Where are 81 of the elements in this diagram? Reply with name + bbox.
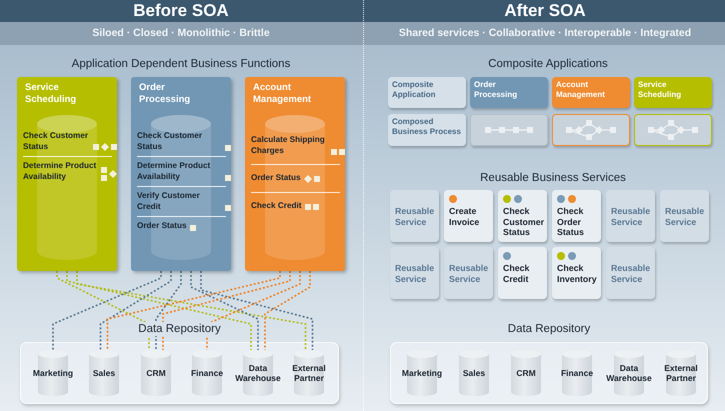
database-label: Sales [92, 368, 116, 378]
application-tile [388, 77, 466, 108]
service-tile [498, 190, 547, 242]
application-label: Composed Business Process [392, 117, 462, 137]
function-label: Check Customer Status [23, 131, 90, 152]
app-title: Account Management [253, 82, 312, 105]
dotted-connector [190, 271, 259, 350]
service-label: Reusable Service [395, 206, 434, 227]
panel-subtitle: Shared services · Collaborative · Interoperable · Integrated [398, 26, 692, 41]
section-heading: Reusable Business Services [480, 171, 626, 185]
database-label: Finance [560, 368, 594, 378]
dotted-connector [162, 271, 291, 350]
service-tile [444, 190, 493, 242]
service-label: Create Invoice [449, 206, 480, 227]
service-tile [660, 190, 709, 242]
section-heading: Application Dependent Business Functions [72, 57, 290, 71]
process-box [470, 114, 548, 146]
dotted-connector [100, 271, 172, 350]
database-label: Data Warehouse [235, 363, 281, 383]
function-label: Verify Customer Credit [137, 191, 201, 212]
dotted-connector [264, 271, 311, 350]
application-label: Account Management [556, 80, 605, 100]
section-heading: Data Repository [506, 322, 592, 336]
dotted-connector [155, 271, 182, 350]
database-label: Finance [190, 368, 224, 378]
service-tile [606, 190, 655, 242]
service-tile [498, 247, 547, 299]
application-tile [470, 77, 548, 108]
service-label: Check Inventory [557, 263, 597, 284]
application-label: Order Processing [474, 80, 518, 100]
function-label: Check Credit [251, 200, 302, 211]
service-label: Reusable Service [665, 206, 704, 227]
function-label: Determine Product Availability [23, 161, 98, 182]
function-label: Check Customer Status [137, 131, 204, 152]
application-box [17, 77, 117, 271]
application-label: Service Scheduling [638, 80, 682, 100]
service-label: Reusable Service [611, 206, 650, 227]
dotted-connector [66, 271, 252, 350]
section-heading: Data Repository [136, 322, 223, 336]
panel-subtitle: Siloed · Closed · Monolithic · Brittle [91, 26, 271, 41]
panel-title: After SOA [503, 0, 587, 22]
function-label: Calculate Shipping Charges [251, 135, 326, 156]
application-box [245, 77, 345, 271]
database-label: External Partner [664, 363, 698, 383]
database-label: CRM [516, 368, 536, 378]
dotted-connector [206, 271, 301, 350]
database-label: External Partner [292, 363, 326, 383]
application-tile [634, 77, 712, 108]
service-tile [390, 247, 439, 299]
database-label: Marketing [32, 368, 74, 378]
service-tile [552, 190, 601, 242]
database-label: Sales [462, 368, 486, 378]
section-heading: Composite Applications [488, 57, 608, 71]
service-label: Check Order Status [557, 206, 584, 238]
database-label: CRM [146, 368, 166, 378]
process-box [552, 114, 630, 146]
app-title: Service Scheduling [25, 82, 76, 105]
service-tile [444, 247, 493, 299]
application-tile [388, 114, 466, 146]
database-label: Data Warehouse [606, 363, 652, 383]
service-tile [552, 247, 601, 299]
application-box [131, 77, 231, 271]
application-tile [552, 77, 630, 108]
service-tile [390, 190, 439, 242]
function-label: Order Status [137, 221, 187, 232]
dotted-connector [200, 271, 314, 350]
function-label: Determine Product Availability [137, 161, 212, 182]
database-label: Marketing [402, 368, 442, 378]
service-label: Check Credit [503, 263, 530, 284]
service-label: Check Customer Status [503, 206, 544, 238]
dotted-connector [76, 271, 306, 350]
dotted-connector [106, 271, 281, 350]
function-label: Order Status [251, 173, 301, 184]
application-label: Composite Application [392, 80, 436, 100]
service-tile [606, 247, 655, 299]
service-label: Reusable Service [449, 263, 488, 284]
process-box [634, 114, 712, 146]
service-label: Reusable Service [611, 263, 650, 284]
app-title: Order Processing [139, 82, 190, 105]
panel-title: Before SOA [132, 0, 230, 22]
service-label: Reusable Service [395, 263, 434, 284]
